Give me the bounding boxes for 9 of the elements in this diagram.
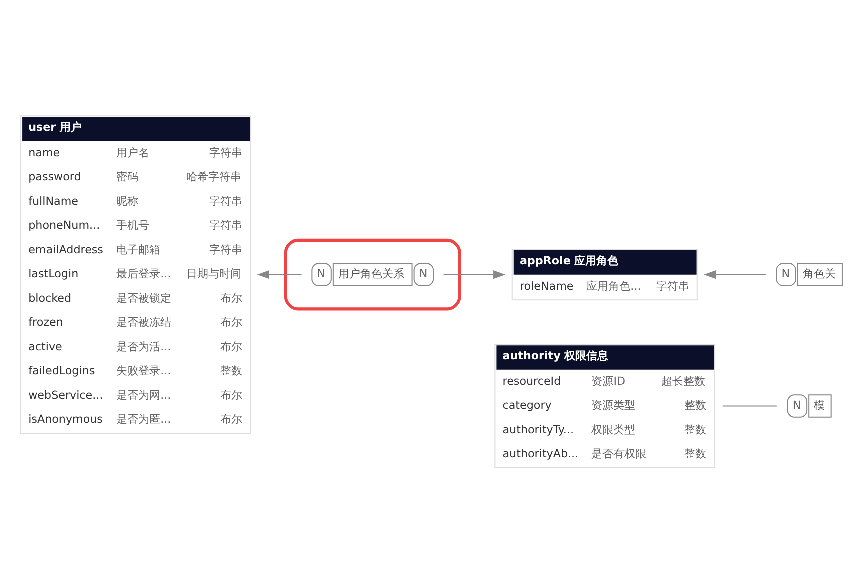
cluster xyxy=(284,238,462,310)
node-label: N xyxy=(792,398,802,412)
arrow xyxy=(704,270,766,279)
node-label: N xyxy=(317,267,326,280)
node-label: N xyxy=(419,267,428,280)
arrow xyxy=(444,270,506,279)
arrow xyxy=(257,270,302,279)
node-label: N xyxy=(782,267,790,280)
connector xyxy=(722,405,777,406)
